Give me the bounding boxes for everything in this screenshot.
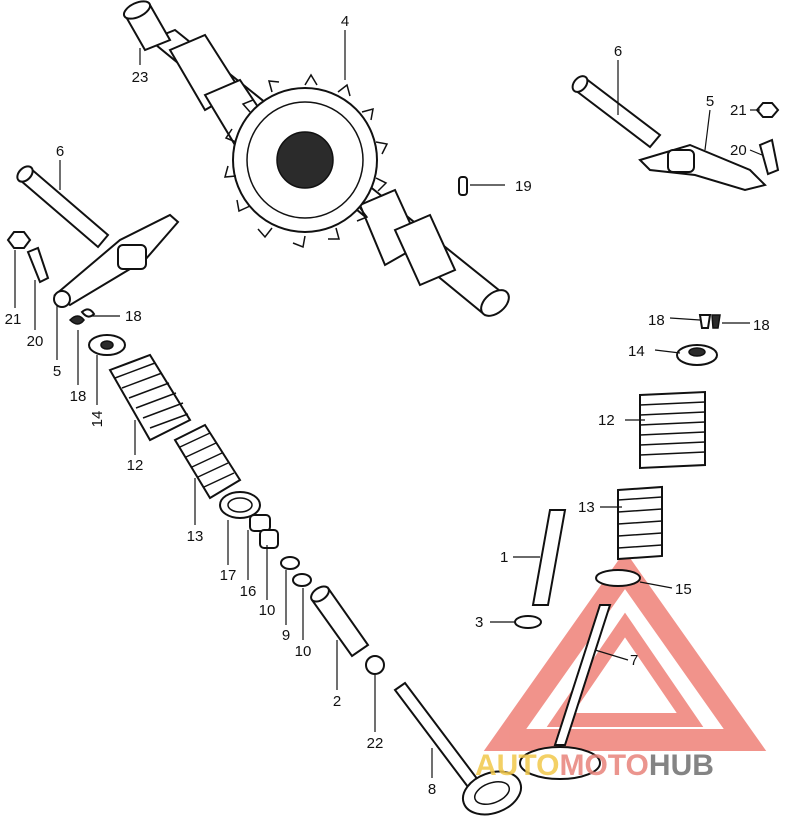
ring-part-3	[514, 615, 542, 629]
watermark-moto: MOTO	[559, 749, 648, 782]
rocker-arm-part-5-left	[53, 213, 180, 308]
o-ring-part-22	[365, 655, 385, 675]
rocker-shaft-part-6-right	[571, 75, 662, 149]
callout-5-left: 5	[53, 363, 61, 380]
valve-part-8	[393, 681, 523, 816]
adjust-screw-part-20-left	[26, 246, 50, 284]
camshaft-part-4	[148, 28, 510, 317]
callout-15: 15	[675, 581, 692, 598]
callout-2: 2	[333, 693, 341, 710]
adjust-screw-part-20-right	[758, 138, 780, 176]
callout-7: 7	[630, 652, 638, 669]
valve-guide-part-1	[531, 509, 567, 606]
callout-22: 22	[367, 735, 384, 752]
seal-part-16	[249, 514, 271, 532]
retainer-part-14-left	[88, 334, 126, 356]
nut-part-21-right	[755, 102, 780, 118]
spring-seat-part-17	[219, 491, 261, 519]
callout-20-left: 20	[27, 333, 44, 350]
cotters-part-18-right	[698, 314, 721, 329]
callout-12-left: 12	[127, 457, 144, 474]
callout-16: 16	[240, 583, 257, 600]
leader-lines	[14, 30, 763, 778]
inner-spring-part-13-left	[173, 423, 242, 500]
callout-23: 23	[132, 69, 149, 86]
callout-14-right: 14	[628, 343, 645, 360]
spring-seat-part-15	[595, 569, 641, 587]
callout-6-left: 6	[56, 143, 64, 160]
callout-18-left-lower: 18	[70, 388, 87, 405]
inner-spring-part-13-right	[617, 485, 663, 561]
ring-part-11	[292, 573, 312, 587]
callout-13-right: 13	[578, 499, 595, 516]
callout-18-left-upper: 18	[125, 308, 142, 325]
camshaft-end-part-23	[122, 0, 172, 52]
outer-spring-part-12-right	[639, 390, 706, 470]
pin-part-19	[458, 176, 468, 196]
callout-8: 8	[428, 781, 436, 798]
callout-9: 9	[282, 627, 290, 644]
cap-part-10	[259, 529, 279, 549]
callout-3: 3	[475, 614, 483, 631]
watermark-hub: HUB	[649, 749, 714, 782]
ring-part-9	[280, 556, 300, 570]
callout-21-left: 21	[5, 311, 22, 328]
callout-18-right-b: 18	[753, 317, 770, 334]
valve-part-7	[519, 604, 612, 780]
callout-6-right: 6	[614, 43, 622, 60]
callout-21-right: 21	[730, 102, 747, 119]
rocker-shaft-part-6-left	[16, 165, 110, 249]
rocker-arm-part-5-right	[638, 143, 767, 192]
watermark-text: AUTOMOTOHUB	[475, 749, 714, 782]
callout-17: 17	[220, 567, 237, 584]
callout-19: 19	[515, 178, 532, 195]
svg-text:AUTOMOTOHUB: AUTOMOTOHUB	[475, 749, 714, 782]
callout-20-right: 20	[730, 142, 747, 159]
callout-18-right-a: 18	[648, 312, 665, 329]
callout-14-left: 14	[89, 411, 106, 428]
callout-4: 4	[341, 13, 349, 30]
callout-13-left: 13	[187, 528, 204, 545]
callout-1: 1	[500, 549, 508, 566]
callout-labels: 4 23 19 6 5 21 20 6 21 20 5 18 18 14 12 …	[5, 13, 770, 798]
nut-part-21-left	[6, 231, 32, 249]
callout-10: 10	[259, 602, 276, 619]
cotter-part-18-left	[68, 308, 96, 325]
callout-12-right: 12	[598, 412, 615, 429]
callout-11: 10	[295, 643, 312, 660]
watermark-logo	[483, 550, 767, 751]
retainer-part-14-right	[676, 344, 718, 366]
valve-guide-part-2	[310, 585, 370, 658]
watermark-auto: AUTO	[475, 749, 559, 782]
outer-spring-part-12-left	[108, 353, 192, 442]
callout-5-right: 5	[706, 93, 714, 110]
